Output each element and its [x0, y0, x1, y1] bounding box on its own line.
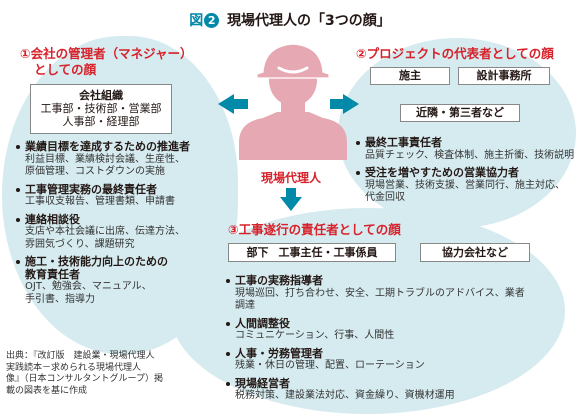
list-item: 業績目標を達成するための推進者 利益目標、業績検討会議、生産性、 原価管理、コス…	[16, 140, 226, 179]
item-desc: 代金回収	[365, 192, 405, 203]
item-head: 現場経営者	[226, 377, 526, 391]
staff-label: 部下	[246, 246, 269, 259]
org-box-line1: 工事部・技術部・営業部	[40, 102, 162, 115]
item-head: 施工・技術能力向上のための	[16, 255, 226, 269]
section1-heading-line1: ①会社の管理者（マネジャー）	[20, 46, 193, 61]
section1-heading-line2: としての顔	[34, 62, 97, 77]
caption-line: 実践読本－求められる現場代理人	[6, 362, 142, 373]
list-item: 連絡相談役 支店や本社会議に出席、伝達方法、 雰囲気づくり、課題研究	[16, 213, 226, 252]
site-agent-figure-icon	[239, 43, 347, 160]
owner-box: 施主	[370, 67, 450, 85]
section1-list: 業績目標を達成するための推進者 利益目標、業績検討会議、生産性、 原価管理、コス…	[16, 140, 226, 310]
list-item: 受注を増やすための営業協力者 現場営業、技術支援、営業同行、施主対応、 代金回収	[356, 166, 576, 205]
item-head-cont: 教育責任者	[25, 267, 80, 281]
section2-heading: ②プロジェクトの代表者としての顔	[356, 46, 554, 61]
list-item: 人間調整役 コミュニケーション、行事、人間性	[226, 317, 526, 343]
figure-title-text: 現場代理人の「3つの顔」	[227, 13, 391, 29]
item-desc: コミュニケーション、行事、人間性	[235, 330, 395, 341]
item-desc: 工事収支報告、管理書類、申請書	[25, 196, 175, 207]
item-head: 人事・労務管理者	[226, 347, 526, 361]
list-item: 施工・技術能力向上のための 教育責任者 OJT、勉強会、マニュアル、 手引書、指…	[16, 255, 226, 306]
center-label: 現場代理人	[260, 171, 321, 185]
item-head: 工事管理実務の最終責任者	[16, 183, 226, 197]
source-caption: 出典：『改訂版 建設業・現場代理人 実践読本－求められる現場代理人 像』（日本コ…	[6, 351, 171, 397]
figure-label: 図	[189, 13, 204, 29]
org-box: 会社組織 工事部・技術部・営業部 人事部・経理部	[30, 84, 172, 134]
partner-box: 協力会社など	[420, 243, 530, 262]
item-desc: 現場営業、技術支援、営業同行、施主対応、	[365, 179, 565, 191]
item-desc: 手引書、指導力	[25, 293, 95, 305]
list-item: 工事の実務指導者 現場巡回、打ち合わせ、安全、工期トラブルのアドバイス、業者調達	[226, 274, 526, 313]
item-desc: OJT、勉強会、マニュアル、	[25, 281, 152, 292]
section3-background	[170, 208, 565, 414]
caption-line: 像』（日本コンサルタントグループ）掲	[6, 374, 163, 384]
caption-line: 載の図表を基に作成	[6, 385, 88, 396]
org-box-title: 会社組織	[79, 89, 123, 102]
item-desc: 現場巡回、打ち合わせ、安全、工期トラブルのアドバイス、業者調達	[235, 287, 525, 312]
item-desc: 利益目標、業績検討会議、生産性、	[25, 153, 185, 165]
staff-box: 部下工事主任・工事係員	[228, 243, 396, 262]
arrow-left-icon	[218, 94, 248, 114]
list-item: 最終工事責任者 品質チェック、検査体制、施主折衝、技術説明	[356, 136, 576, 162]
org-box-line2: 人事部・経理部	[62, 115, 140, 128]
caption-line: 出典：『改訂版 建設業・現場代理人	[6, 351, 155, 361]
figure-number: 2	[204, 13, 220, 28]
item-head: 人間調整役	[226, 317, 526, 331]
item-head: 工事の実務指導者	[226, 274, 526, 288]
item-desc: 原価管理、コストダウンの実施	[25, 166, 165, 177]
staff-detail: 工事主任・工事係員	[278, 246, 378, 259]
section3-heading: ③工事遂行の責任者としての顔	[228, 222, 401, 237]
item-desc: 雰囲気づくり、課題研究	[25, 238, 135, 250]
section3-list: 工事の実務指導者 現場巡回、打ち合わせ、安全、工期トラブルのアドバイス、業者調達…	[226, 274, 526, 407]
item-desc: 支店や本社会議に出席、伝達方法、	[25, 226, 185, 237]
item-head: 最終工事責任者	[356, 136, 576, 150]
section2-list: 最終工事責任者 品質チェック、検査体制、施主折衝、技術説明 受注を増やすための営…	[356, 136, 576, 209]
neighbors-box: 近隣・第三者など	[400, 104, 520, 122]
item-head: 連絡相談役	[16, 213, 226, 227]
item-desc: 税務対策、建設業法対応、資金繰り、資機材運用	[235, 390, 455, 401]
arrow-right-icon	[330, 94, 359, 114]
item-head: 受注を増やすための営業協力者	[356, 166, 576, 180]
list-item: 現場経営者 税務対策、建設業法対応、資金繰り、資機材運用	[226, 377, 526, 403]
list-item: 工事管理実務の最終責任者 工事収支報告、管理書類、申請書	[16, 183, 226, 209]
item-desc: 残業・休日の管理、配置、ローテーション	[235, 360, 425, 371]
arrow-down-icon	[280, 188, 302, 211]
designer-box: 設計事務所	[458, 67, 550, 85]
item-head: 業績目標を達成するための推進者	[16, 140, 226, 154]
list-item: 人事・労務管理者 残業・休日の管理、配置、ローテーション	[226, 347, 526, 373]
item-desc: 品質チェック、検査体制、施主折衝、技術説明	[365, 149, 575, 161]
